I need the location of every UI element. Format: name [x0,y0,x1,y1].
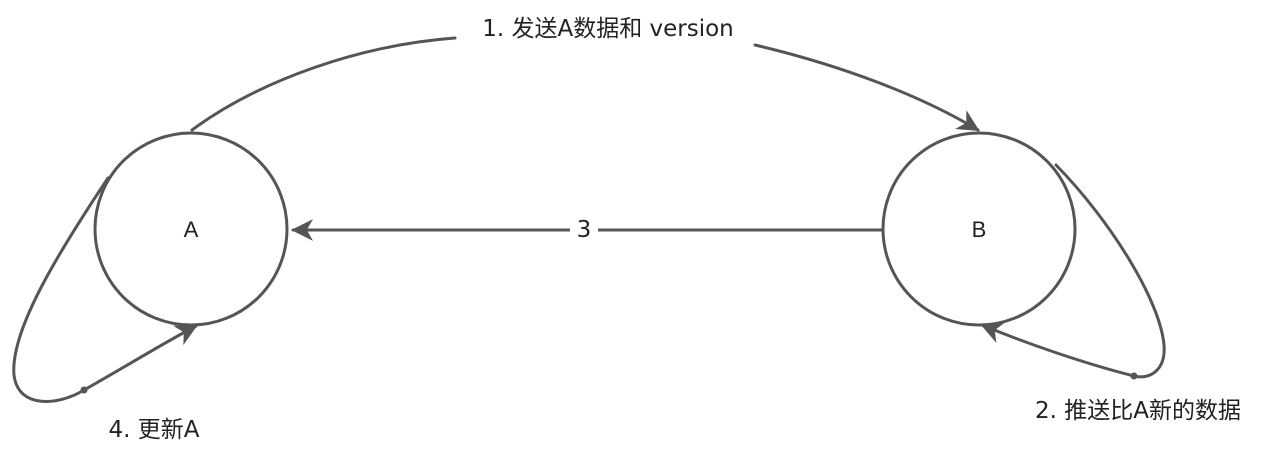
node-b-circle [881,131,1077,327]
edge-reply-label-bg [570,214,598,244]
node-a-label: A [184,217,199,242]
edge-push-waypoint [1130,372,1138,380]
edge-update-loop [12,176,198,403]
edge-push-label: 2. 推送比A新的数据 [1035,398,1241,424]
node-a-circle [93,131,289,327]
node-b[interactable]: B [881,131,1077,327]
node-b-label: B [972,217,987,242]
edge-send-arc [190,36,978,130]
edge-update-waypoint [80,386,88,394]
node-a[interactable]: A [93,131,289,327]
edge-reply-label: 3 [577,217,592,243]
edge-update-label: 4. 更新A [109,417,200,443]
edge-send-label: 1. 发送A数据和 version [482,16,734,42]
edge-push-loop [980,163,1166,379]
